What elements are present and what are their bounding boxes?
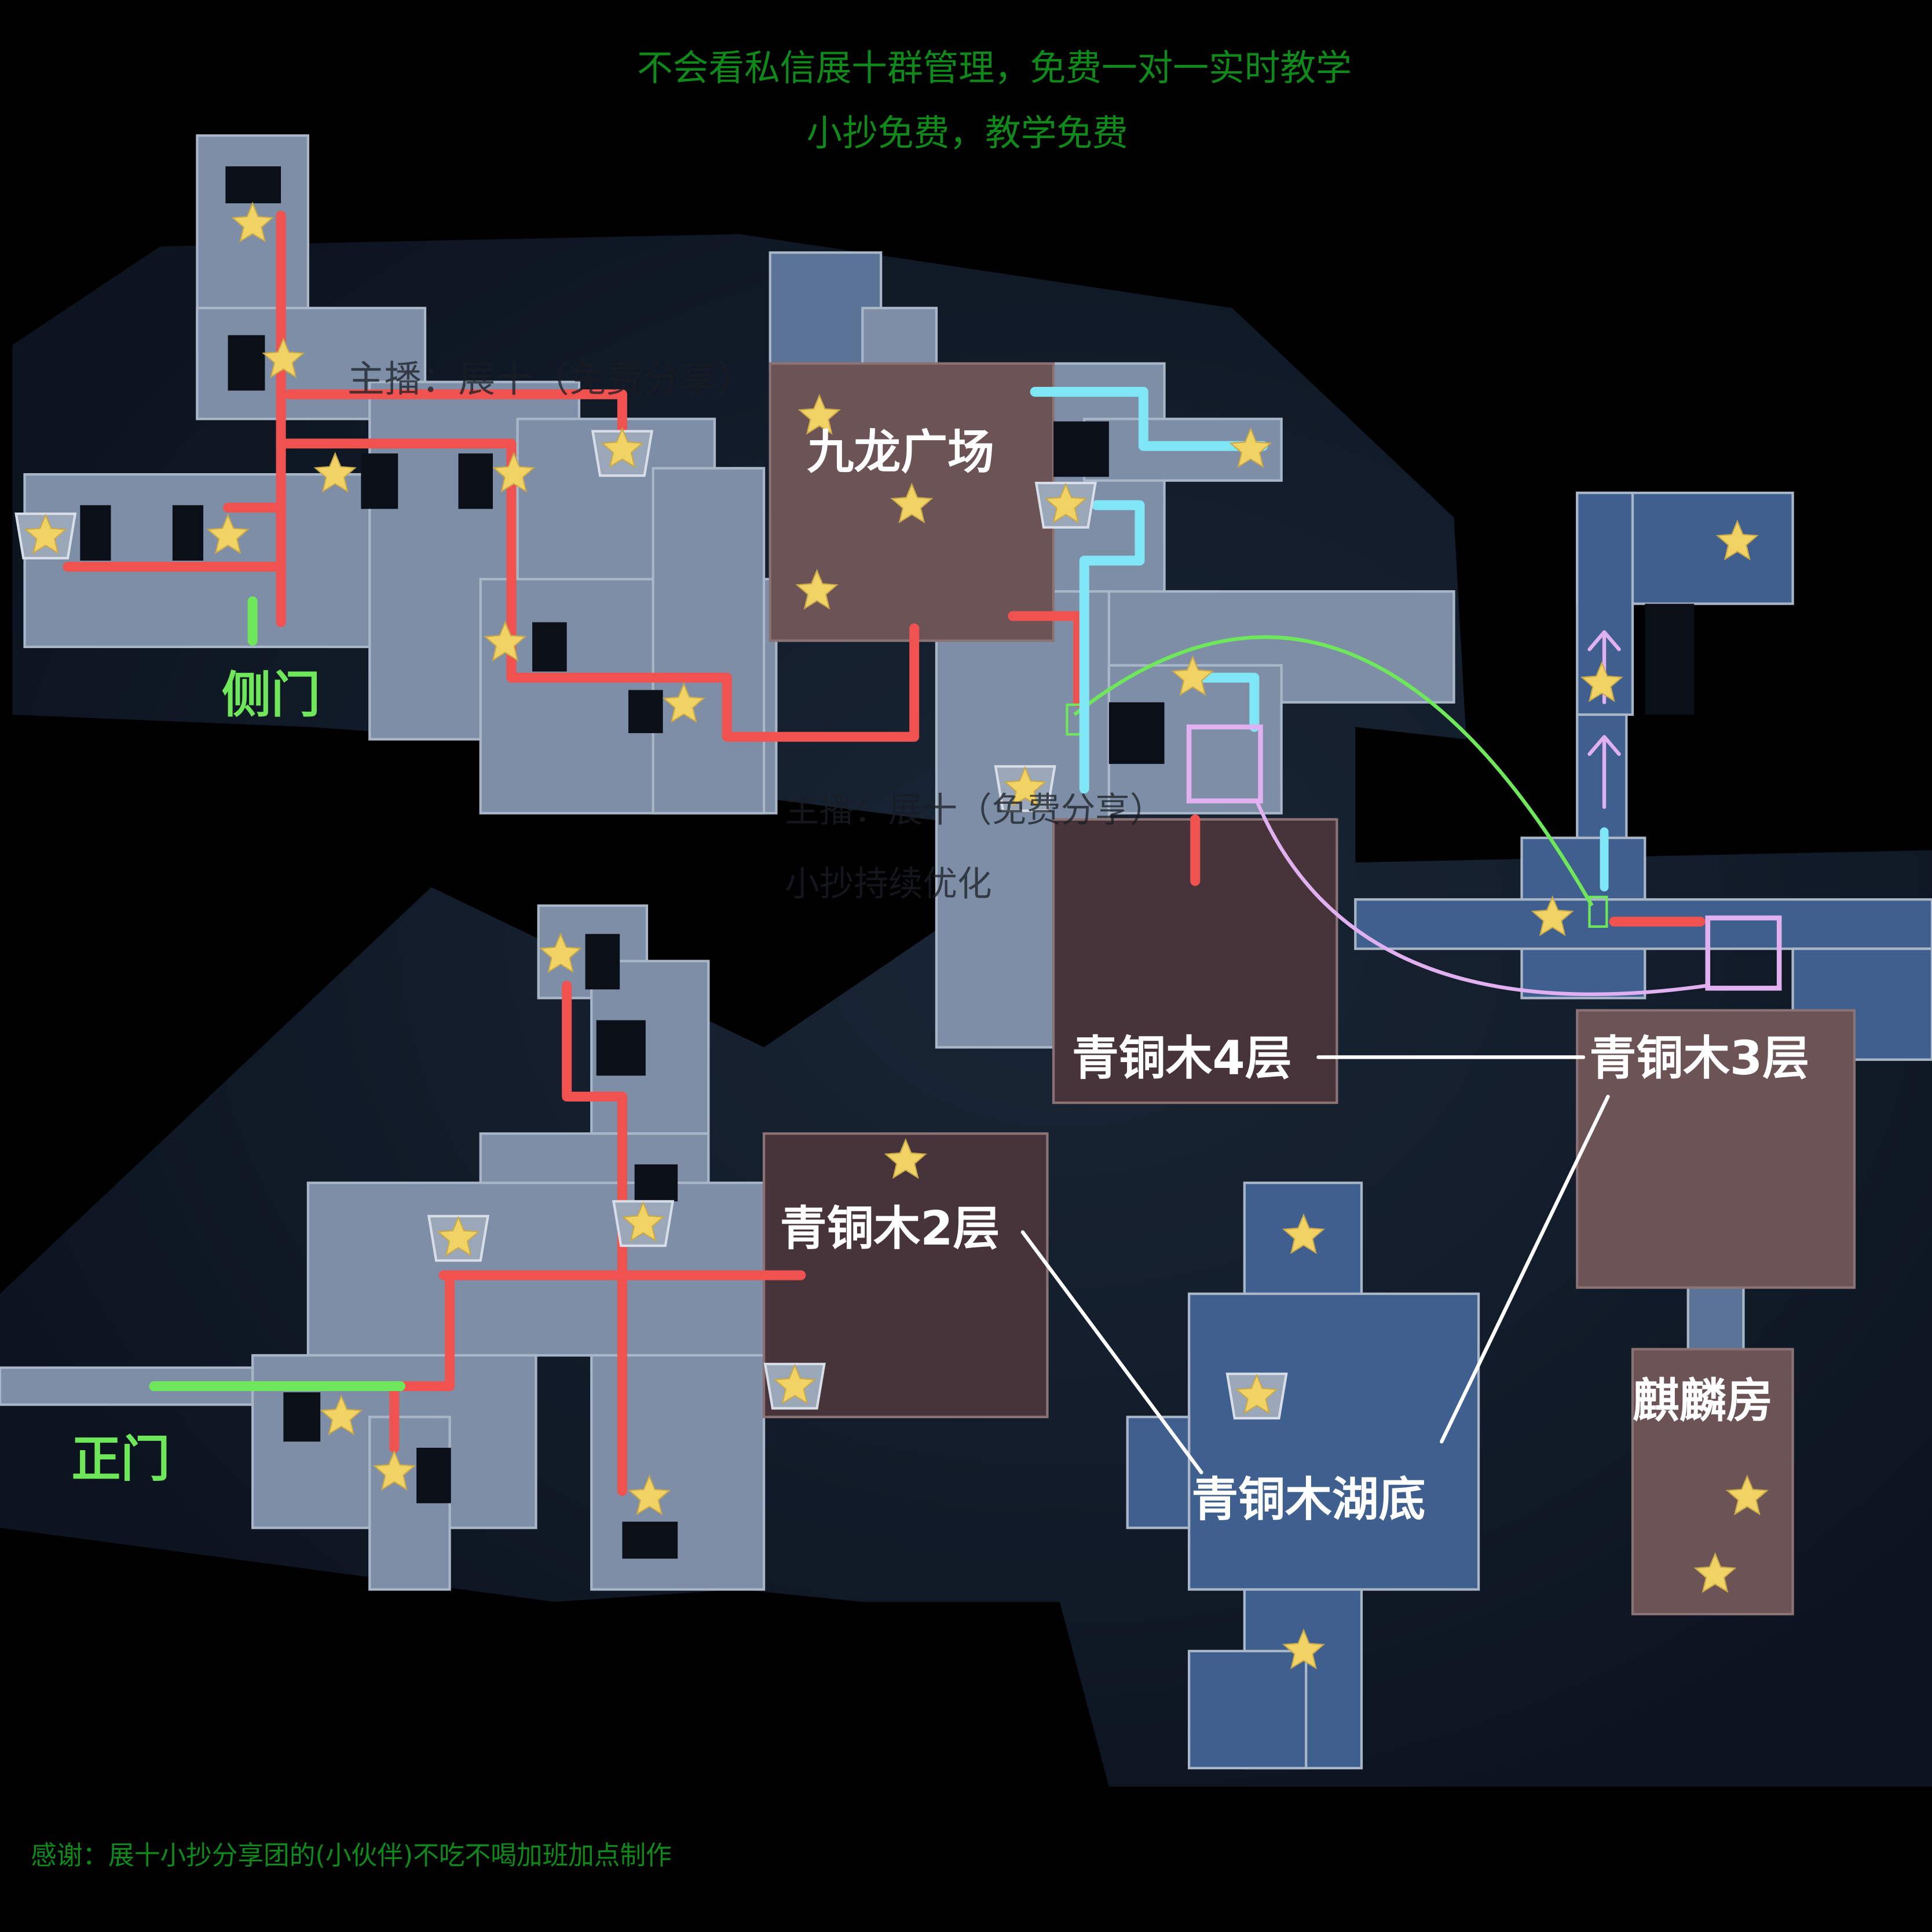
route-cyan	[1079, 500, 1145, 794]
star-icon	[1531, 895, 1574, 936]
wall-block	[80, 505, 111, 561]
star-icon	[484, 620, 527, 662]
label-bronze-floor-2: 青铜木2层	[780, 1202, 1000, 1256]
route-green-marker	[1588, 895, 1608, 928]
room	[306, 1181, 766, 1357]
route-cyan	[1184, 672, 1260, 732]
star-icon	[1044, 482, 1088, 524]
route-red	[389, 1270, 455, 1453]
star-icon	[621, 1201, 665, 1242]
markers	[14, 202, 1769, 1670]
wall-block	[283, 1392, 321, 1442]
wall-block	[628, 690, 663, 733]
star-icon	[262, 337, 305, 378]
star-icon	[24, 513, 67, 555]
star-icon	[492, 452, 536, 493]
wall-block	[634, 1164, 678, 1202]
wall-block	[458, 453, 493, 509]
route-red	[278, 438, 920, 742]
leader-line	[1020, 1230, 1203, 1474]
route-cyan	[1030, 387, 1268, 451]
wall-block	[1108, 702, 1165, 764]
room	[1187, 1649, 1308, 1770]
star-icon	[1282, 1213, 1326, 1254]
wall-block	[361, 453, 398, 509]
star-icon	[797, 394, 841, 435]
watermark-streamer: 主播：展十（免费分享）	[785, 791, 1164, 830]
route-purple-box	[1186, 724, 1263, 804]
route-red	[284, 389, 627, 449]
leader-line	[1440, 1095, 1610, 1444]
star-icon	[628, 1474, 671, 1516]
star-icon	[795, 569, 839, 610]
wall-block	[416, 1447, 451, 1503]
star-icon	[662, 682, 705, 723]
star-icon	[539, 932, 583, 974]
star-icon	[1725, 1474, 1769, 1516]
star-icon	[372, 1450, 416, 1491]
bronze-floor-3-room	[1576, 1009, 1856, 1289]
wall-block	[228, 335, 265, 391]
map-rooms	[0, 134, 1932, 1770]
star-icon	[1715, 519, 1759, 561]
star-icon	[1693, 1552, 1737, 1593]
route-green-curve	[1073, 635, 1594, 907]
header-line-2: 小抄免费，教学免费	[807, 112, 1128, 154]
header-line-1: 不会看私信展十群管理，免费一对一实时教学	[637, 47, 1352, 89]
label-side-door: 侧门	[222, 667, 320, 724]
labels: 不会看私信展十群管理，免费一对一实时教学 小抄免费，教学免费 主播：展十（免费分…	[31, 47, 1809, 1871]
star-icon	[1580, 661, 1623, 702]
footer-credits: 感谢：展十小抄分享团的(小伙伴)不吃不喝加班加点制作	[31, 1840, 672, 1871]
wall-block	[585, 934, 620, 990]
star-icon	[890, 482, 934, 524]
wall-block	[622, 1521, 678, 1559]
arrow-head-icon	[1587, 630, 1621, 652]
star-icon	[1004, 766, 1047, 807]
room	[652, 467, 766, 815]
route-purple-curve	[1255, 800, 1707, 996]
label-bronze-floor-4: 青铜木4层	[1072, 1031, 1292, 1086]
wall-block	[172, 505, 204, 561]
wall-block	[596, 1020, 646, 1076]
watermark-streamer: 主播：展十（免费分享）	[347, 358, 754, 401]
star-icon	[1282, 1628, 1326, 1670]
star-icon	[601, 427, 644, 469]
arrow-head-icon	[1587, 735, 1621, 756]
room	[1187, 1292, 1480, 1591]
label-qilin-room: 麒麟房	[1633, 1374, 1773, 1429]
label-bronze-lakebed: 青铜木湖底	[1191, 1473, 1425, 1527]
label-main-door: 正门	[71, 1431, 170, 1488]
route-red	[1008, 611, 1084, 708]
routes	[63, 210, 1782, 1496]
star-icon	[1235, 1373, 1279, 1415]
star-icon	[231, 202, 275, 243]
wall-block	[1645, 603, 1695, 715]
route-purple-box	[1705, 915, 1782, 991]
wall-block	[1053, 421, 1109, 477]
star-icon	[313, 452, 357, 493]
star-icon	[1171, 655, 1214, 696]
star-icon	[320, 1394, 363, 1436]
room	[1686, 1286, 1745, 1351]
wall-block	[225, 166, 281, 204]
route-red	[562, 980, 627, 1496]
room	[1126, 1415, 1191, 1529]
wall-block	[532, 622, 567, 672]
room	[861, 306, 938, 371]
star-icon	[437, 1216, 480, 1257]
label-bronze-floor-3: 青铜木3层	[1590, 1031, 1810, 1086]
star-icon	[773, 1363, 817, 1405]
star-icon	[1229, 427, 1272, 469]
star-icon	[884, 1138, 927, 1179]
label-nine-dragon-square: 九龙广场	[807, 425, 994, 480]
watermark-optimize: 小抄持续优化	[785, 865, 991, 905]
star-icon	[206, 513, 250, 555]
